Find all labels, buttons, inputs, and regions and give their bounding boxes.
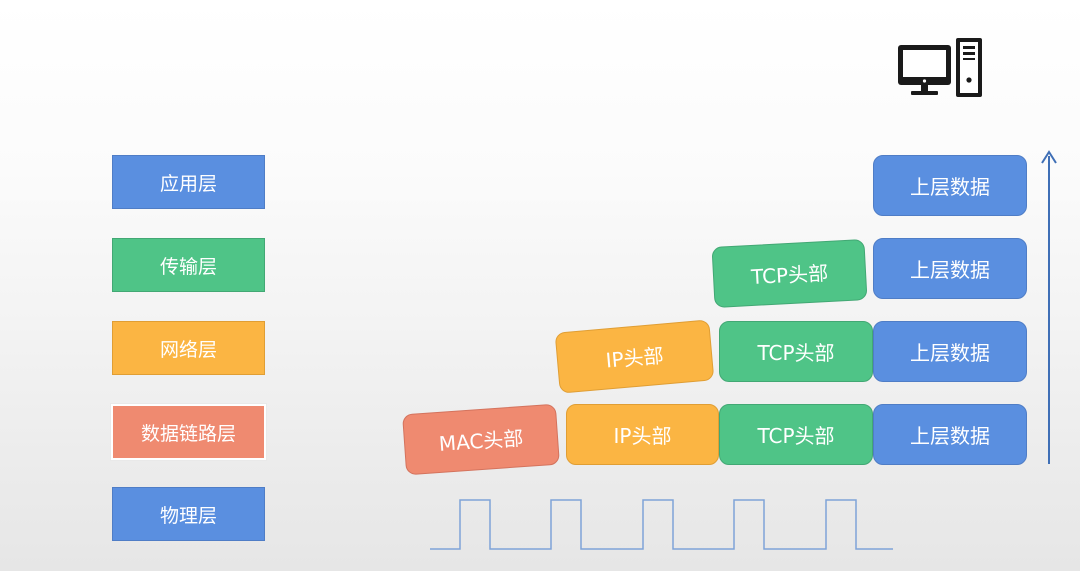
layer-network: 网络层: [112, 321, 265, 375]
datalink-upper-data-block: 上层数据: [873, 404, 1027, 465]
datalink-mac-header-block: MAC头部: [402, 403, 560, 476]
app-upper-data-block: 上层数据: [873, 155, 1027, 216]
network-tcp-header-block: TCP头部: [719, 321, 873, 382]
network-upper-data-block: 上层数据: [873, 321, 1027, 382]
layer-transport: 传输层: [112, 238, 265, 292]
layer-physical: 物理层: [112, 487, 265, 541]
datalink-tcp-header-block: TCP头部: [719, 404, 873, 465]
layer-datalink: 数据链路层: [111, 404, 266, 460]
transport-tcp-header-block: TCP头部: [711, 239, 868, 308]
transport-upper-data-block: 上层数据: [873, 238, 1027, 299]
datalink-ip-header-block: IP头部: [566, 404, 719, 465]
network-ip-header-block: IP头部: [554, 319, 715, 394]
layer-application: 应用层: [112, 155, 265, 209]
